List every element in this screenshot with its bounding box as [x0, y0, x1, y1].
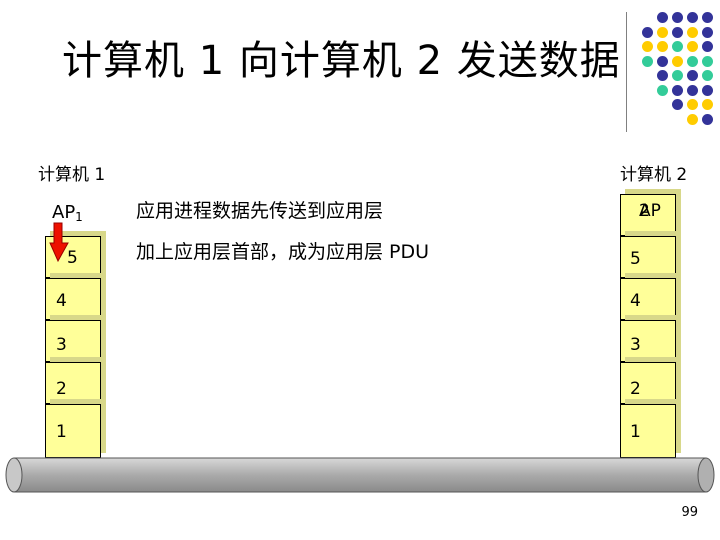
computer2-layer-2: 2 — [620, 362, 676, 404]
decorative-dot — [672, 84, 683, 96]
decorative-dot — [687, 99, 698, 110]
decorative-dot — [657, 26, 668, 38]
computer2-layer-3: 3 — [620, 320, 676, 362]
decorative-dot — [657, 12, 668, 23]
description-line-1: 应用进程数据先传送到应用层 — [136, 200, 384, 222]
computer1-layer-5-label: 5 — [67, 248, 78, 268]
computer2-layer-5: 5 — [620, 236, 676, 278]
computer2-layer-4: 4 — [620, 278, 676, 320]
decorative-dot — [672, 99, 683, 110]
decorative-dot — [657, 55, 668, 67]
decorative-dot — [702, 113, 713, 125]
computer1-layer-2: 2 — [45, 362, 101, 404]
network-cable — [5, 457, 715, 493]
decorative-dot — [687, 113, 698, 125]
computer2-layer-2-label: 2 — [630, 379, 641, 399]
computer1-ap-sub: 1 — [75, 210, 83, 224]
decorative-dot — [657, 70, 668, 81]
decorative-dot — [687, 26, 698, 38]
decorative-dot — [672, 70, 683, 81]
decorative-dot — [642, 26, 653, 38]
decorative-dot — [702, 26, 713, 38]
computer1-ap-label: AP1 — [52, 202, 83, 224]
computer1-ap-main: AP — [52, 202, 76, 223]
computer2-layer-5-label: 5 — [630, 249, 641, 269]
computer1-layer-1-label: 1 — [56, 422, 67, 442]
computer1-layer-3: 3 — [45, 320, 101, 362]
computer2-layer-3-label: 3 — [630, 335, 641, 355]
decorative-dot — [672, 55, 683, 67]
decorative-dot — [687, 41, 698, 52]
decorative-dot — [642, 55, 653, 67]
divider-line — [626, 12, 627, 132]
slide-title: 计算机 1 向计算机 2 发送数据 — [62, 38, 621, 84]
computer1-layer-4: 4 — [45, 278, 101, 320]
decorative-dot — [672, 12, 683, 23]
computer2-label: 计算机 2 — [620, 165, 688, 185]
computer2-layer-1-label: 1 — [630, 422, 641, 442]
decorative-dot — [702, 55, 713, 67]
decorative-dot — [702, 70, 713, 81]
decorative-dot — [702, 41, 713, 52]
decorative-dot — [702, 84, 713, 96]
decorative-dot — [702, 99, 713, 110]
computer2-layer-1: 1 — [620, 404, 676, 458]
computer2-ap-sub: 2 — [639, 201, 650, 221]
decorative-dot — [687, 12, 698, 23]
computer1-layer-3-label: 3 — [56, 335, 67, 355]
decorative-dot — [687, 55, 698, 67]
decorative-dot — [672, 26, 683, 38]
decorative-dot — [687, 84, 698, 96]
computer1-layer-1: 1 — [45, 404, 101, 458]
decorative-dot — [642, 41, 653, 52]
computer1-layer-2-label: 2 — [56, 379, 67, 399]
decorative-dot — [657, 41, 668, 52]
decorative-dot — [687, 70, 698, 81]
computer1-label: 计算机 1 — [38, 165, 106, 185]
computer1-layer-4-label: 4 — [56, 291, 67, 311]
decorative-dot — [657, 84, 668, 96]
page-number: 99 — [681, 505, 698, 520]
decorative-dot — [672, 41, 683, 52]
computer2-ap-main: AP — [639, 201, 661, 221]
down-arrow-icon — [49, 222, 69, 262]
decorative-dot — [702, 12, 713, 23]
description-line-2: 加上应用层首部，成为应用层 PDU — [136, 241, 430, 263]
decorative-dots — [642, 12, 720, 130]
computer2-layer-4-label: 4 — [630, 291, 641, 311]
